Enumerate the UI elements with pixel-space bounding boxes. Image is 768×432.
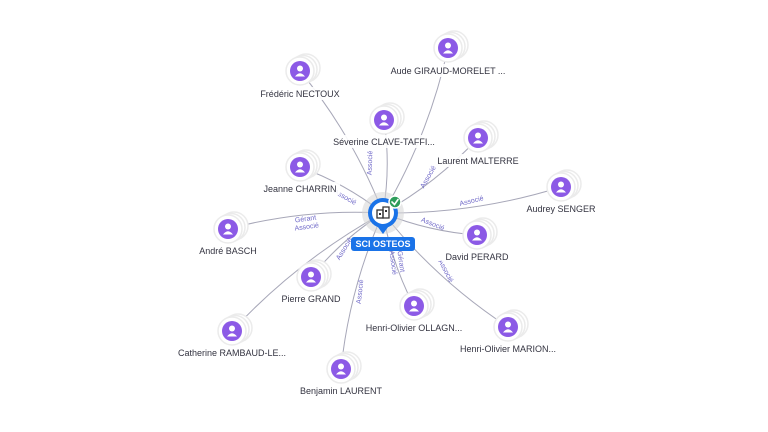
check-icon (388, 195, 402, 209)
edge-label-andre: GérantAssocié (293, 214, 319, 232)
node-label-bg (434, 154, 522, 167)
person-node-laurent[interactable]: Laurent MALTERRE (434, 120, 522, 167)
building-icon (376, 206, 390, 219)
node-label-bg (385, 64, 511, 77)
nodes-layer: Frédéric NECTOUX Aude GIRAUD-MORELET ... S… (172, 30, 600, 397)
person-icon (295, 161, 305, 173)
edge-label-henri1: GérantAssocié (387, 249, 405, 275)
person-node-catherine[interactable]: Catherine RAMBAUD-LE... (172, 313, 292, 359)
node-label: Benjamin LAURENT (300, 386, 383, 396)
node-label-bg (442, 250, 512, 263)
edge-label-david: Associé (420, 217, 445, 233)
person-icon (472, 229, 482, 241)
node-label-bg (172, 346, 292, 359)
node-label: Audrey SENGER (526, 204, 596, 214)
person-icon (295, 65, 305, 77)
node-label-bg (260, 182, 340, 195)
node-label: Jeanne CHARRIN (263, 184, 336, 194)
node-label: Catherine RAMBAUD-LE... (178, 348, 286, 358)
center-label-bg (351, 237, 415, 251)
person-node-henri2[interactable]: Henri-Olivier MARION... (453, 309, 563, 355)
node-label: Aude GIRAUD-MORELET ... (391, 66, 506, 76)
node-label-bg (361, 321, 467, 334)
node-label: Laurent MALTERRE (437, 156, 518, 166)
person-node-jeanne[interactable]: Jeanne CHARRIN (260, 149, 340, 195)
edge-audrey (382, 186, 562, 214)
person-node-audrey[interactable]: Audrey SENGER (522, 169, 600, 215)
node-label-bg (256, 87, 344, 100)
person-node-frederic[interactable]: Frédéric NECTOUX (256, 53, 344, 100)
node-label: David PERARD (445, 252, 509, 262)
person-node-severine[interactable]: Séverine CLAVE-TAFFI... (327, 102, 441, 148)
person-icon (223, 223, 233, 235)
person-icon (556, 181, 566, 193)
node-label: Séverine CLAVE-TAFFI... (333, 137, 435, 147)
node-label-bg (194, 244, 262, 257)
node-label: Pierre GRAND (281, 294, 341, 304)
person-icon (409, 300, 419, 312)
person-icon (227, 325, 237, 337)
node-label-bg (522, 202, 600, 215)
node-label-bg (295, 384, 387, 397)
person-icon (473, 132, 483, 144)
person-icon (443, 42, 453, 54)
person-icon (503, 321, 513, 333)
person-node-pierre[interactable]: Pierre GRAND (278, 259, 344, 305)
center-node[interactable]: SCI OSTEOS (351, 192, 415, 251)
person-icon (379, 114, 389, 126)
person-icon (306, 271, 316, 283)
node-label: Henri-Olivier OLLAGN... (366, 323, 463, 333)
edge-label-benjamin: Associé (356, 279, 366, 304)
node-label-bg (453, 342, 563, 355)
edge-label-severine: Associé (367, 150, 375, 175)
person-node-aude[interactable]: Aude GIRAUD-MORELET ... (385, 30, 511, 77)
person-node-henri1[interactable]: Henri-Olivier OLLAGN... (361, 288, 467, 334)
center-label: SCI OSTEOS (355, 239, 410, 249)
person-icon (336, 363, 346, 375)
node-label: Henri-Olivier MARION... (460, 344, 556, 354)
node-label: André BASCH (199, 246, 257, 256)
node-label-bg (278, 292, 344, 305)
person-node-andre[interactable]: André BASCH (194, 211, 262, 257)
node-label-bg (327, 135, 441, 148)
person-node-benjamin[interactable]: Benjamin LAURENT (295, 351, 387, 397)
person-node-david[interactable]: David PERARD (442, 217, 512, 263)
edge-label-laurent: Associé (420, 165, 438, 190)
node-label: Frédéric NECTOUX (260, 89, 339, 99)
